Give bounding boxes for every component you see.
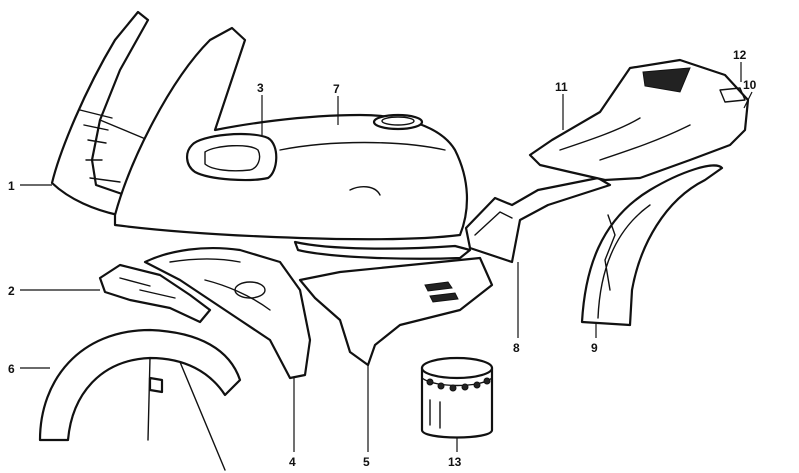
part-front-fender (38, 328, 242, 471)
part-rear-fender (580, 164, 724, 327)
part-instrument-insert (186, 132, 278, 182)
callout-10: 10 (743, 78, 757, 92)
part-seat-cowl (528, 58, 750, 182)
callout-4: 4 (289, 455, 296, 469)
callout-9: 9 (591, 341, 598, 355)
callout-8: 8 (513, 341, 520, 355)
part-paint-can (420, 356, 494, 439)
part-lower-bracket (98, 263, 212, 324)
part-side-duct (464, 176, 612, 264)
callout-13: 13 (448, 455, 462, 469)
part-fairing-frame (50, 10, 150, 217)
callout-2: 2 (8, 284, 15, 298)
part-tank-body (113, 26, 472, 260)
callout-3: 3 (257, 81, 264, 95)
callout-12: 12 (733, 48, 747, 62)
callout-5: 5 (363, 455, 370, 469)
callout-7: 7 (333, 82, 340, 96)
callout-1: 1 (8, 179, 15, 193)
callout-6: 6 (8, 362, 15, 376)
callout-11: 11 (555, 80, 568, 94)
part-inner-fairing (143, 247, 312, 380)
leader-10 (743, 91, 753, 109)
part-side-panel (298, 256, 494, 367)
